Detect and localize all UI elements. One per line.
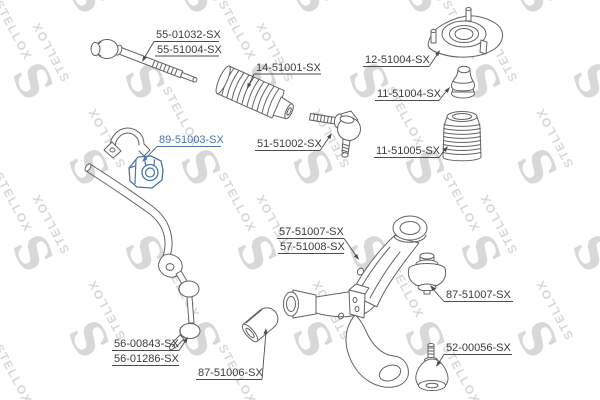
leader-arrow bbox=[183, 337, 188, 344]
part-label-highlighted[interactable]: 89-51003-SX bbox=[159, 134, 224, 146]
leader-line bbox=[319, 135, 331, 151]
part-shock-dust-boot bbox=[442, 111, 482, 162]
part-label[interactable]: 51-51002-SX bbox=[257, 138, 322, 150]
part-label[interactable]: 57-51008-SX bbox=[280, 241, 345, 253]
part-stabilizer-bushing-highlighted bbox=[128, 155, 164, 189]
part-tie-rod-end bbox=[309, 110, 361, 158]
part-arm-bushing-front bbox=[241, 307, 279, 343]
leader-arrow bbox=[247, 82, 252, 89]
leader-arrow bbox=[263, 328, 268, 335]
leader-arrow bbox=[142, 55, 147, 62]
part-label[interactable]: 55-51004-SX bbox=[157, 44, 222, 56]
part-ball-joint bbox=[415, 343, 449, 391]
part-label[interactable]: 56-00843-SX bbox=[114, 338, 179, 350]
leader-arrow bbox=[430, 285, 436, 291]
part-stabilizer-bar bbox=[84, 163, 183, 278]
part-label[interactable]: 12-51004-SX bbox=[365, 54, 430, 66]
part-label[interactable]: 56-01286-SX bbox=[114, 353, 179, 365]
leader-arrow bbox=[442, 146, 448, 152]
leader-arrow bbox=[353, 254, 359, 260]
labels-layer: 55-01032-SX 55-51004-SX 14-51001-SX 12-5… bbox=[112, 29, 513, 380]
part-label[interactable]: 52-00056-SX bbox=[446, 342, 511, 354]
part-label[interactable]: 55-01032-SX bbox=[156, 29, 221, 41]
part-control-arm bbox=[283, 215, 428, 388]
part-steering-rack-boot bbox=[215, 65, 294, 120]
leader-line bbox=[431, 287, 445, 302]
part-label[interactable]: 11-51004-SX bbox=[377, 88, 442, 100]
leader-line bbox=[261, 331, 267, 380]
part-label[interactable]: 57-51007-SX bbox=[279, 226, 344, 238]
leader-arrow bbox=[444, 87, 450, 93]
leader-arrow bbox=[327, 133, 332, 140]
leader-arrow bbox=[436, 360, 441, 367]
part-bump-stop bbox=[451, 65, 475, 99]
part-arm-bushing-rear bbox=[407, 252, 447, 295]
part-inner-tie-rod bbox=[90, 39, 198, 83]
part-strut-mount bbox=[427, 7, 504, 58]
leader-arrow-highlighted bbox=[142, 156, 148, 162]
leader-line bbox=[343, 238, 358, 258]
part-label[interactable]: 87-51007-SX bbox=[446, 289, 511, 301]
part-label[interactable]: 87-51006-SX bbox=[198, 367, 263, 379]
part-stabilizer-link bbox=[168, 270, 201, 351]
part-label[interactable]: 14-51001-SX bbox=[256, 62, 321, 74]
part-stabilizer-clamp bbox=[103, 127, 151, 159]
leader-arrow bbox=[435, 50, 440, 57]
part-label[interactable]: 11-51005-SX bbox=[376, 145, 441, 157]
